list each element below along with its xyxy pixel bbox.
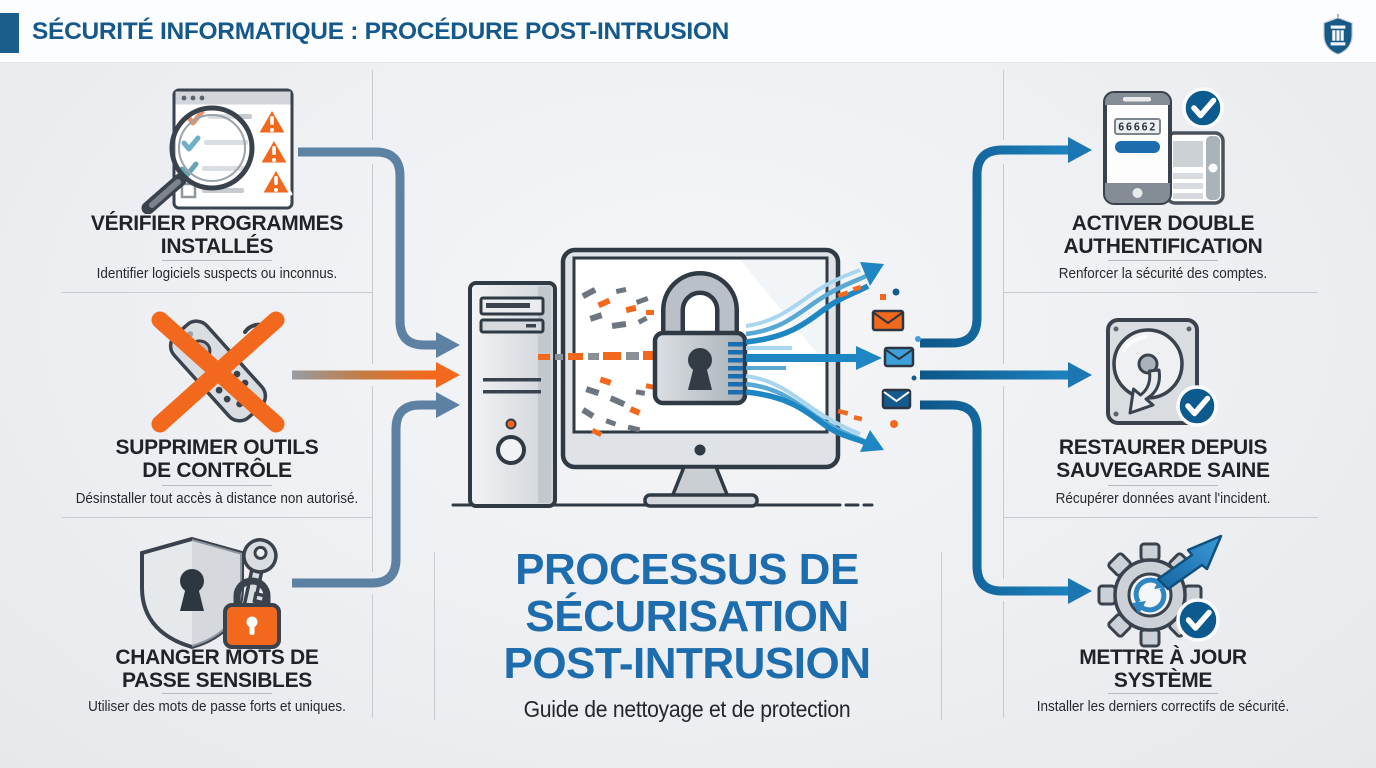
step-desc: Renforcer la sécurité des comptes. [1058, 266, 1268, 282]
separator-line [62, 517, 372, 518]
title-underline [1108, 693, 1218, 694]
title-underline [1108, 485, 1218, 486]
main-title-line: POST-INTRUSION [503, 639, 871, 688]
envelope-icons [871, 288, 921, 428]
monitor-icon [560, 247, 841, 508]
separator-line [1003, 292, 1318, 293]
tablet [1165, 131, 1225, 205]
main-title-line: PROCESSUS DE [515, 545, 859, 594]
header-accent-square [0, 13, 19, 53]
divider-line [941, 552, 942, 720]
arrow-computer-to-backup [920, 362, 1092, 388]
divider-line [372, 70, 373, 140]
2fa-code: 66662 [1118, 122, 1157, 134]
arrow-step2-to-computer [292, 362, 460, 388]
divider-line [1003, 601, 1004, 718]
main-title-line: SÉCURISATION [525, 592, 849, 641]
separator-line [62, 292, 372, 293]
divider-line [1003, 70, 1004, 140]
step-desc: Récupérer données avant l'incident. [1055, 491, 1271, 507]
title-underline [162, 693, 272, 694]
harddrive-restore-check-icon [1106, 318, 1218, 427]
title-underline [1108, 260, 1218, 261]
divider-line [1003, 164, 1004, 364]
divider-line [434, 552, 435, 720]
step-desc: Installer les derniers correctifs de séc… [1036, 699, 1290, 715]
data-fragments [538, 287, 655, 437]
header-bar: SÉCURITÉ INFORMATIQUE : PROCÉDURE POST-I… [0, 0, 1376, 63]
outgoing-streams [745, 262, 884, 452]
page-title: SÉCURITÉ INFORMATIQUE : PROCÉDURE POST-I… [32, 18, 730, 45]
main-subtitle: Guide de nettoyage et de protection [523, 696, 851, 722]
step-title: VÉRIFIER PROGRAMMES INSTALLÉS [90, 212, 344, 258]
separator-line [1003, 517, 1318, 518]
check-badge [1176, 385, 1218, 427]
computer-tower-icon [468, 281, 557, 508]
step-title: CHANGER MOTS DE PASSE SENSIBLES [115, 646, 319, 692]
step-title: RESTAURER DEPUIS SAUVEGARDE SAINE [1056, 436, 1270, 482]
check-badge [1182, 87, 1224, 129]
remote-control-crossed-icon [151, 311, 285, 433]
divider-line [1003, 386, 1004, 579]
divider-line [372, 594, 373, 718]
smartphone: 66662 [1103, 91, 1172, 205]
step-desc: Désinstaller tout accès à distance non a… [75, 491, 359, 507]
gear-update-check-icon [1097, 534, 1223, 648]
title-underline [162, 485, 272, 486]
divider-line [372, 164, 373, 364]
shield-key-padlock-icon [140, 536, 281, 650]
title-underline [162, 260, 272, 261]
center-title-block: PROCESSUS DE SÉCURISATION POST-INTRUSION… [437, 546, 937, 723]
step-desc: Utiliser des mots de passe forts et uniq… [88, 699, 346, 715]
step-title: METTRE À JOUR SYSTÈME [1079, 646, 1247, 692]
magnifier-checklist-warning-icon [141, 88, 294, 214]
step-title: ACTIVER DOUBLE AUTHENTIFICATION [1063, 212, 1263, 258]
step-title: SUPPRIMER OUTILS DE CONTRÔLE [115, 436, 319, 482]
check-badge [1176, 598, 1220, 642]
step-desc: Identifier logiciels suspects ou inconnu… [96, 266, 338, 282]
shield-pillar-icon [1323, 14, 1353, 56]
growth-arrow [1156, 534, 1223, 591]
padlock-icon [652, 271, 748, 406]
computer-padlock-dataflow [451, 247, 921, 508]
phone-2fa-check-icon: 66662 [1103, 87, 1225, 205]
